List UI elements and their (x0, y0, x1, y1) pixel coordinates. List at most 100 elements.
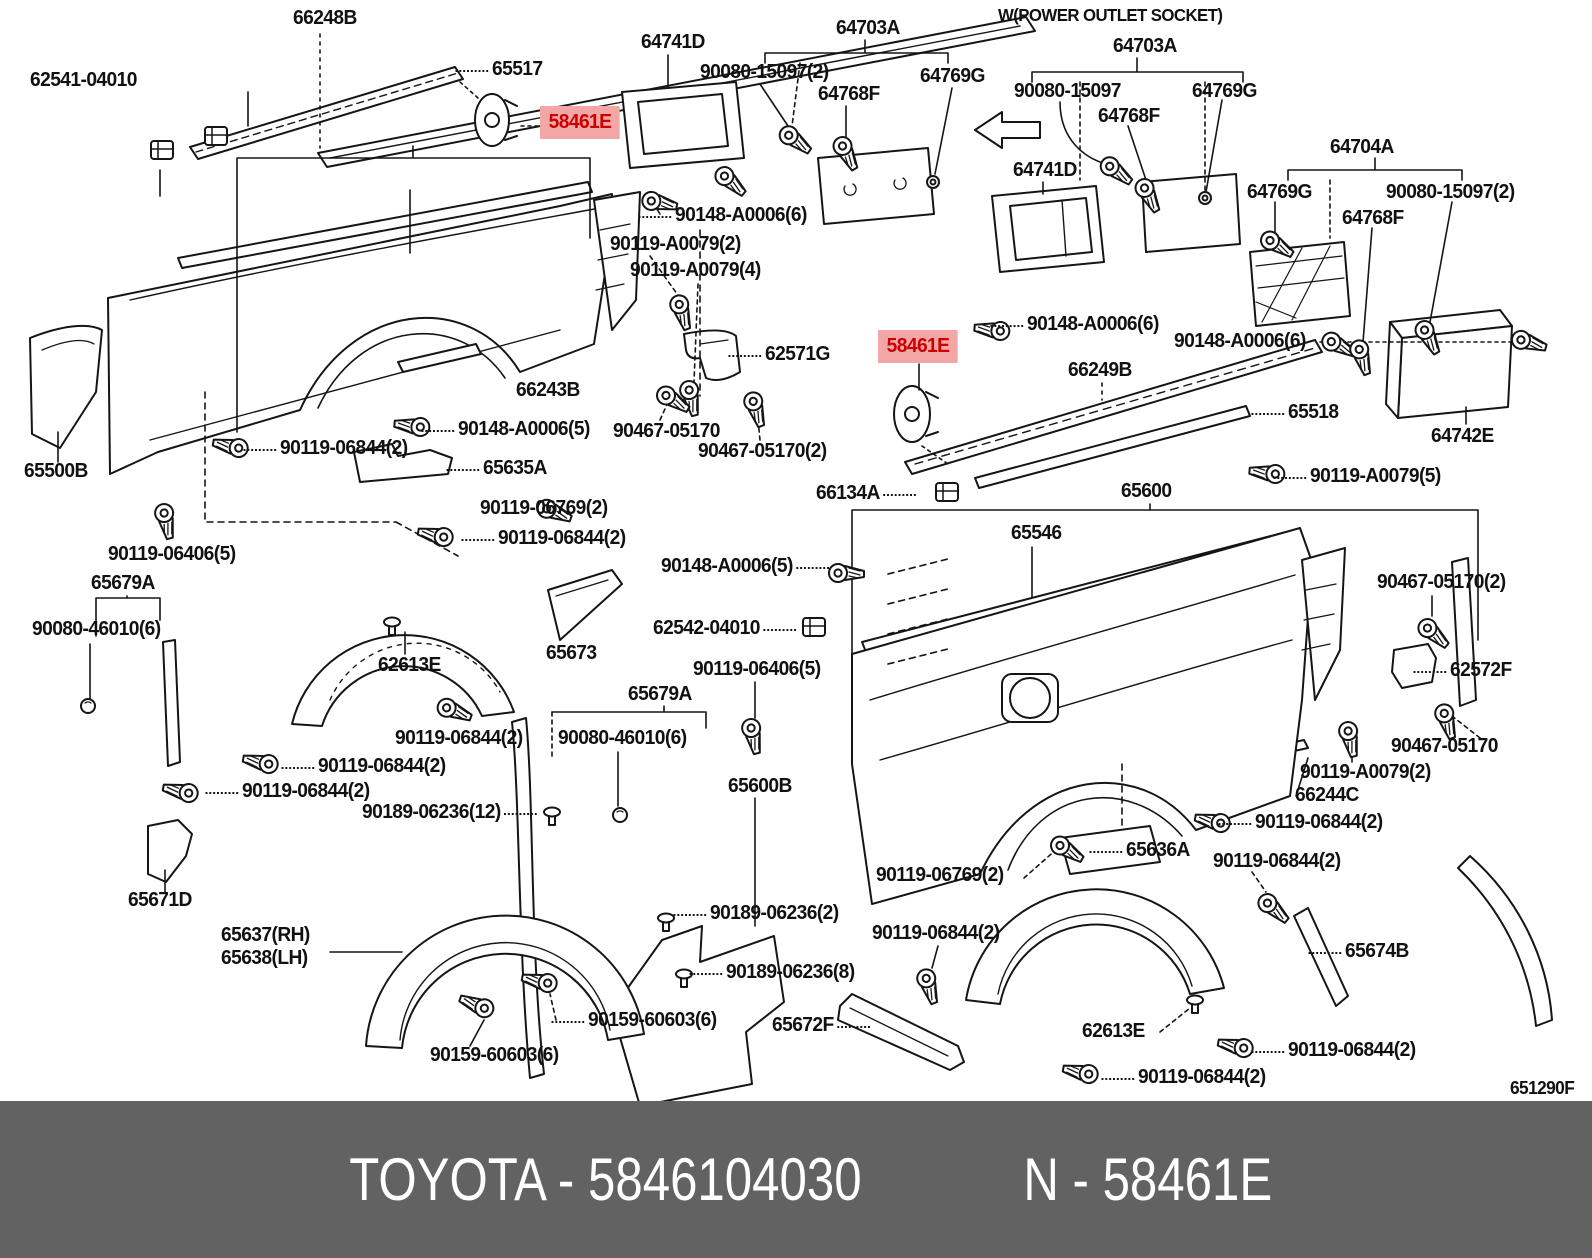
part-label[interactable]: 90467-05170(2) (698, 440, 827, 462)
part-label[interactable]: 65546 (1011, 522, 1062, 544)
part-label[interactable]: 90080-15097 (1014, 80, 1121, 102)
part-label[interactable]: 65673 (546, 642, 597, 664)
part-label[interactable]: 90080-15097(2) (1386, 181, 1515, 203)
part-label[interactable]: 90159-60603(6) (430, 1044, 559, 1066)
part-label[interactable]: 90119-A0079(2) (610, 233, 741, 255)
part-label[interactable]: 64769G (1192, 80, 1257, 102)
part-label[interactable]: 90467-05170 (1391, 735, 1498, 757)
part-label[interactable]: 90119-06844(2) (461, 528, 626, 549)
part-label[interactable]: 90119-06844(2) (205, 781, 370, 802)
part-label[interactable]: 64769G (1247, 181, 1312, 203)
part-label[interactable]: 66249B (1068, 359, 1132, 381)
part-label-highlighted[interactable]: 58461E (540, 106, 621, 139)
part-label[interactable]: 64768F (818, 83, 880, 105)
part-label[interactable]: 62613E (1082, 1020, 1145, 1042)
leader-line (504, 812, 538, 815)
part-label[interactable]: 90189-06236(8) (689, 962, 855, 983)
part-label[interactable]: 90119-06769(2) (480, 497, 608, 519)
part-label[interactable]: 90148-A0006(6) (638, 205, 807, 226)
leader-line (446, 468, 480, 471)
part-label[interactable]: 66248B (293, 7, 357, 29)
leader-line (455, 69, 489, 72)
left-bed-panel (107, 157, 641, 475)
part-label[interactable]: 65674B (1308, 941, 1409, 962)
part-label[interactable]: 65500B (24, 460, 88, 482)
part-label[interactable]: 90119-06844(2) (281, 756, 446, 777)
footer-ref-code: N - 58461E (1022, 1146, 1272, 1213)
part-label[interactable]: 65600B (728, 775, 792, 797)
leader-line (205, 791, 239, 794)
part-label[interactable]: 65518 (1251, 402, 1339, 423)
leader-line (689, 972, 723, 975)
part-label[interactable]: 90119-06844(2) (1101, 1067, 1266, 1088)
part-label[interactable]: 90119-A0079(5) (1273, 466, 1441, 487)
leader-line (638, 215, 672, 218)
part-label[interactable]: 90119-06844(2) (243, 438, 408, 459)
part-label[interactable]: 90119-06769(2) (876, 864, 1004, 886)
part-label[interactable]: 66134A (816, 483, 917, 504)
part-label[interactable]: 90119-A0079(2) (1300, 761, 1431, 783)
part-label[interactable]: 90148-A0006(5) (421, 419, 590, 440)
part-label[interactable]: 62541-04010 (30, 69, 137, 91)
part-label[interactable]: 64741D (641, 31, 705, 53)
part-label[interactable]: 62572F (1413, 660, 1512, 681)
part-label[interactable]: 64703A (1113, 35, 1177, 57)
part-label[interactable]: 62613E (378, 654, 441, 676)
part-label[interactable]: 90467-05170(2) (1377, 571, 1506, 593)
part-label[interactable]: 64703A (836, 17, 900, 39)
part-label[interactable]: 62542-04010 (653, 618, 797, 639)
part-label[interactable]: 65671D (128, 889, 192, 911)
part-label[interactable]: 90119-06844(2) (872, 922, 1000, 944)
part-label[interactable]: 65636A (1089, 840, 1190, 861)
part-label[interactable]: 90467-05170 (613, 420, 720, 442)
leader-line (1413, 670, 1447, 673)
part-label[interactable]: 90189-06236(12) (362, 802, 538, 823)
leader-line (990, 324, 1024, 327)
part-label[interactable]: 64768F (1342, 207, 1404, 229)
right-bed-panel (851, 509, 1479, 905)
part-label[interactable]: 65679A (628, 683, 692, 705)
part-label[interactable]: 90119-06406(5) (693, 658, 821, 680)
part-label[interactable]: 64741D (1013, 159, 1077, 181)
part-label-highlighted[interactable]: 58461E (878, 330, 959, 363)
part-label[interactable]: 65635A (446, 458, 547, 479)
part-label[interactable]: 65679A (91, 572, 155, 594)
part-label[interactable]: 65672F (772, 1015, 871, 1036)
part-label[interactable]: 90148-A0006(6) (1174, 330, 1306, 352)
part-label[interactable]: 65637(RH) (221, 924, 310, 946)
part-label[interactable]: 90119-06406(5) (108, 543, 236, 565)
diagram-code: 651290F (1510, 1078, 1575, 1098)
part-label[interactable]: 66244C (1295, 784, 1359, 806)
part-label[interactable]: 64742E (1431, 425, 1494, 447)
part-label[interactable]: 64704A (1330, 136, 1394, 158)
part-label[interactable]: 90119-06844(2) (1213, 850, 1341, 872)
part-label[interactable]: 62571G (728, 344, 830, 365)
part-label[interactable]: 90119-06844(2) (1218, 812, 1383, 833)
part-label[interactable]: 90148-A0006(5) (661, 556, 830, 577)
leader-line (461, 538, 495, 541)
part-label[interactable]: 65638(LH) (221, 947, 308, 969)
part-label[interactable]: 90189-06236(2) (673, 903, 839, 924)
part-label[interactable]: 90148-A0006(6) (990, 314, 1159, 335)
part-label[interactable]: 64769G (920, 65, 985, 87)
part-label[interactable]: 65600 (1121, 480, 1172, 502)
leader-line (243, 448, 277, 451)
part-label[interactable]: 90080-46010(6) (32, 618, 161, 640)
part-label[interactable]: 90119-06844(2) (1251, 1040, 1416, 1061)
leader-line (1308, 951, 1342, 954)
part-label[interactable]: 90119-06844(2) (395, 727, 523, 749)
part-label[interactable]: 66243B (516, 379, 580, 401)
part-label[interactable]: 90119-A0079(4) (630, 259, 761, 281)
leader-line (1251, 1050, 1285, 1053)
part-label[interactable]: 65517 (455, 59, 543, 80)
part-label[interactable]: 90080-46010(6) (558, 727, 687, 749)
part-label[interactable]: 64768F (1098, 105, 1160, 127)
left-small-parts (29, 93, 965, 1107)
part-label[interactable]: 90080-15097(2) (700, 61, 829, 83)
part-label[interactable]: 90159-60603(6) (551, 1010, 717, 1031)
leader-line (1251, 412, 1285, 415)
power-outlet-note: W(POWER OUTLET SOCKET) (998, 5, 1223, 25)
leader-line (1273, 476, 1307, 479)
right-rails (893, 339, 1323, 489)
